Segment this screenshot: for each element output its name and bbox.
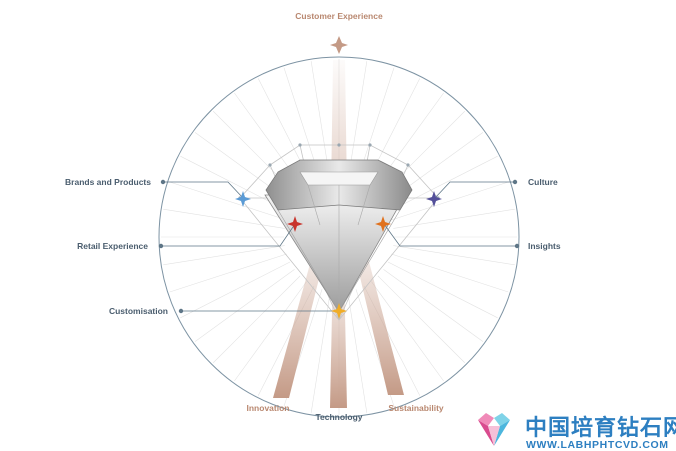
background-ray <box>393 208 515 229</box>
background-ray <box>163 245 285 266</box>
star-red-icon <box>287 216 303 232</box>
label-retail-experience: Retail Experience <box>77 241 148 251</box>
background-ray <box>391 253 509 293</box>
background-ray <box>347 291 368 413</box>
beam-sustainability <box>350 235 404 395</box>
label-sustainability: Sustainability <box>388 403 444 413</box>
label-insights: Insights <box>528 241 561 251</box>
background-ray <box>163 208 285 229</box>
star-blue-icon <box>235 191 251 207</box>
background-rays <box>161 59 517 415</box>
background-ray <box>387 155 498 213</box>
background-ray <box>212 275 301 364</box>
background-ray <box>371 281 444 382</box>
connector-lines <box>161 181 517 312</box>
label-culture: Culture <box>528 177 558 187</box>
background-ray <box>387 261 498 319</box>
watermark-cn-text: 中国培育钻石网 <box>525 415 676 440</box>
star-purple-icon <box>426 191 442 207</box>
background-ray <box>393 245 515 266</box>
watermark-url: WWW.LABHPHTCVD.COM <box>526 439 669 451</box>
label-customisation: Customisation <box>109 306 168 316</box>
label-brands-and-products: Brands and Products <box>65 177 151 187</box>
background-ray <box>234 281 307 382</box>
background-ray <box>391 181 509 221</box>
star-orange-icon <box>375 216 391 232</box>
watermark: 中国培育钻石网 WWW.LABHPHTCVD.COM <box>478 413 676 451</box>
background-ray <box>377 275 466 364</box>
background-ray <box>310 291 331 413</box>
background-ray <box>194 269 295 342</box>
outer-circle <box>158 56 520 418</box>
label-customer-experience: Customer Experience <box>295 11 383 21</box>
background-ray <box>169 181 287 221</box>
background-ray <box>169 253 287 293</box>
label-technology: Technology <box>315 412 362 422</box>
background-ray <box>180 261 291 319</box>
star-top-icon <box>330 36 348 54</box>
background-ray <box>383 269 484 342</box>
connector-dots <box>158 179 520 314</box>
star-yellow-icon <box>331 303 347 319</box>
label-innovation: Innovation <box>247 403 290 413</box>
diamond-logo <box>478 413 510 446</box>
